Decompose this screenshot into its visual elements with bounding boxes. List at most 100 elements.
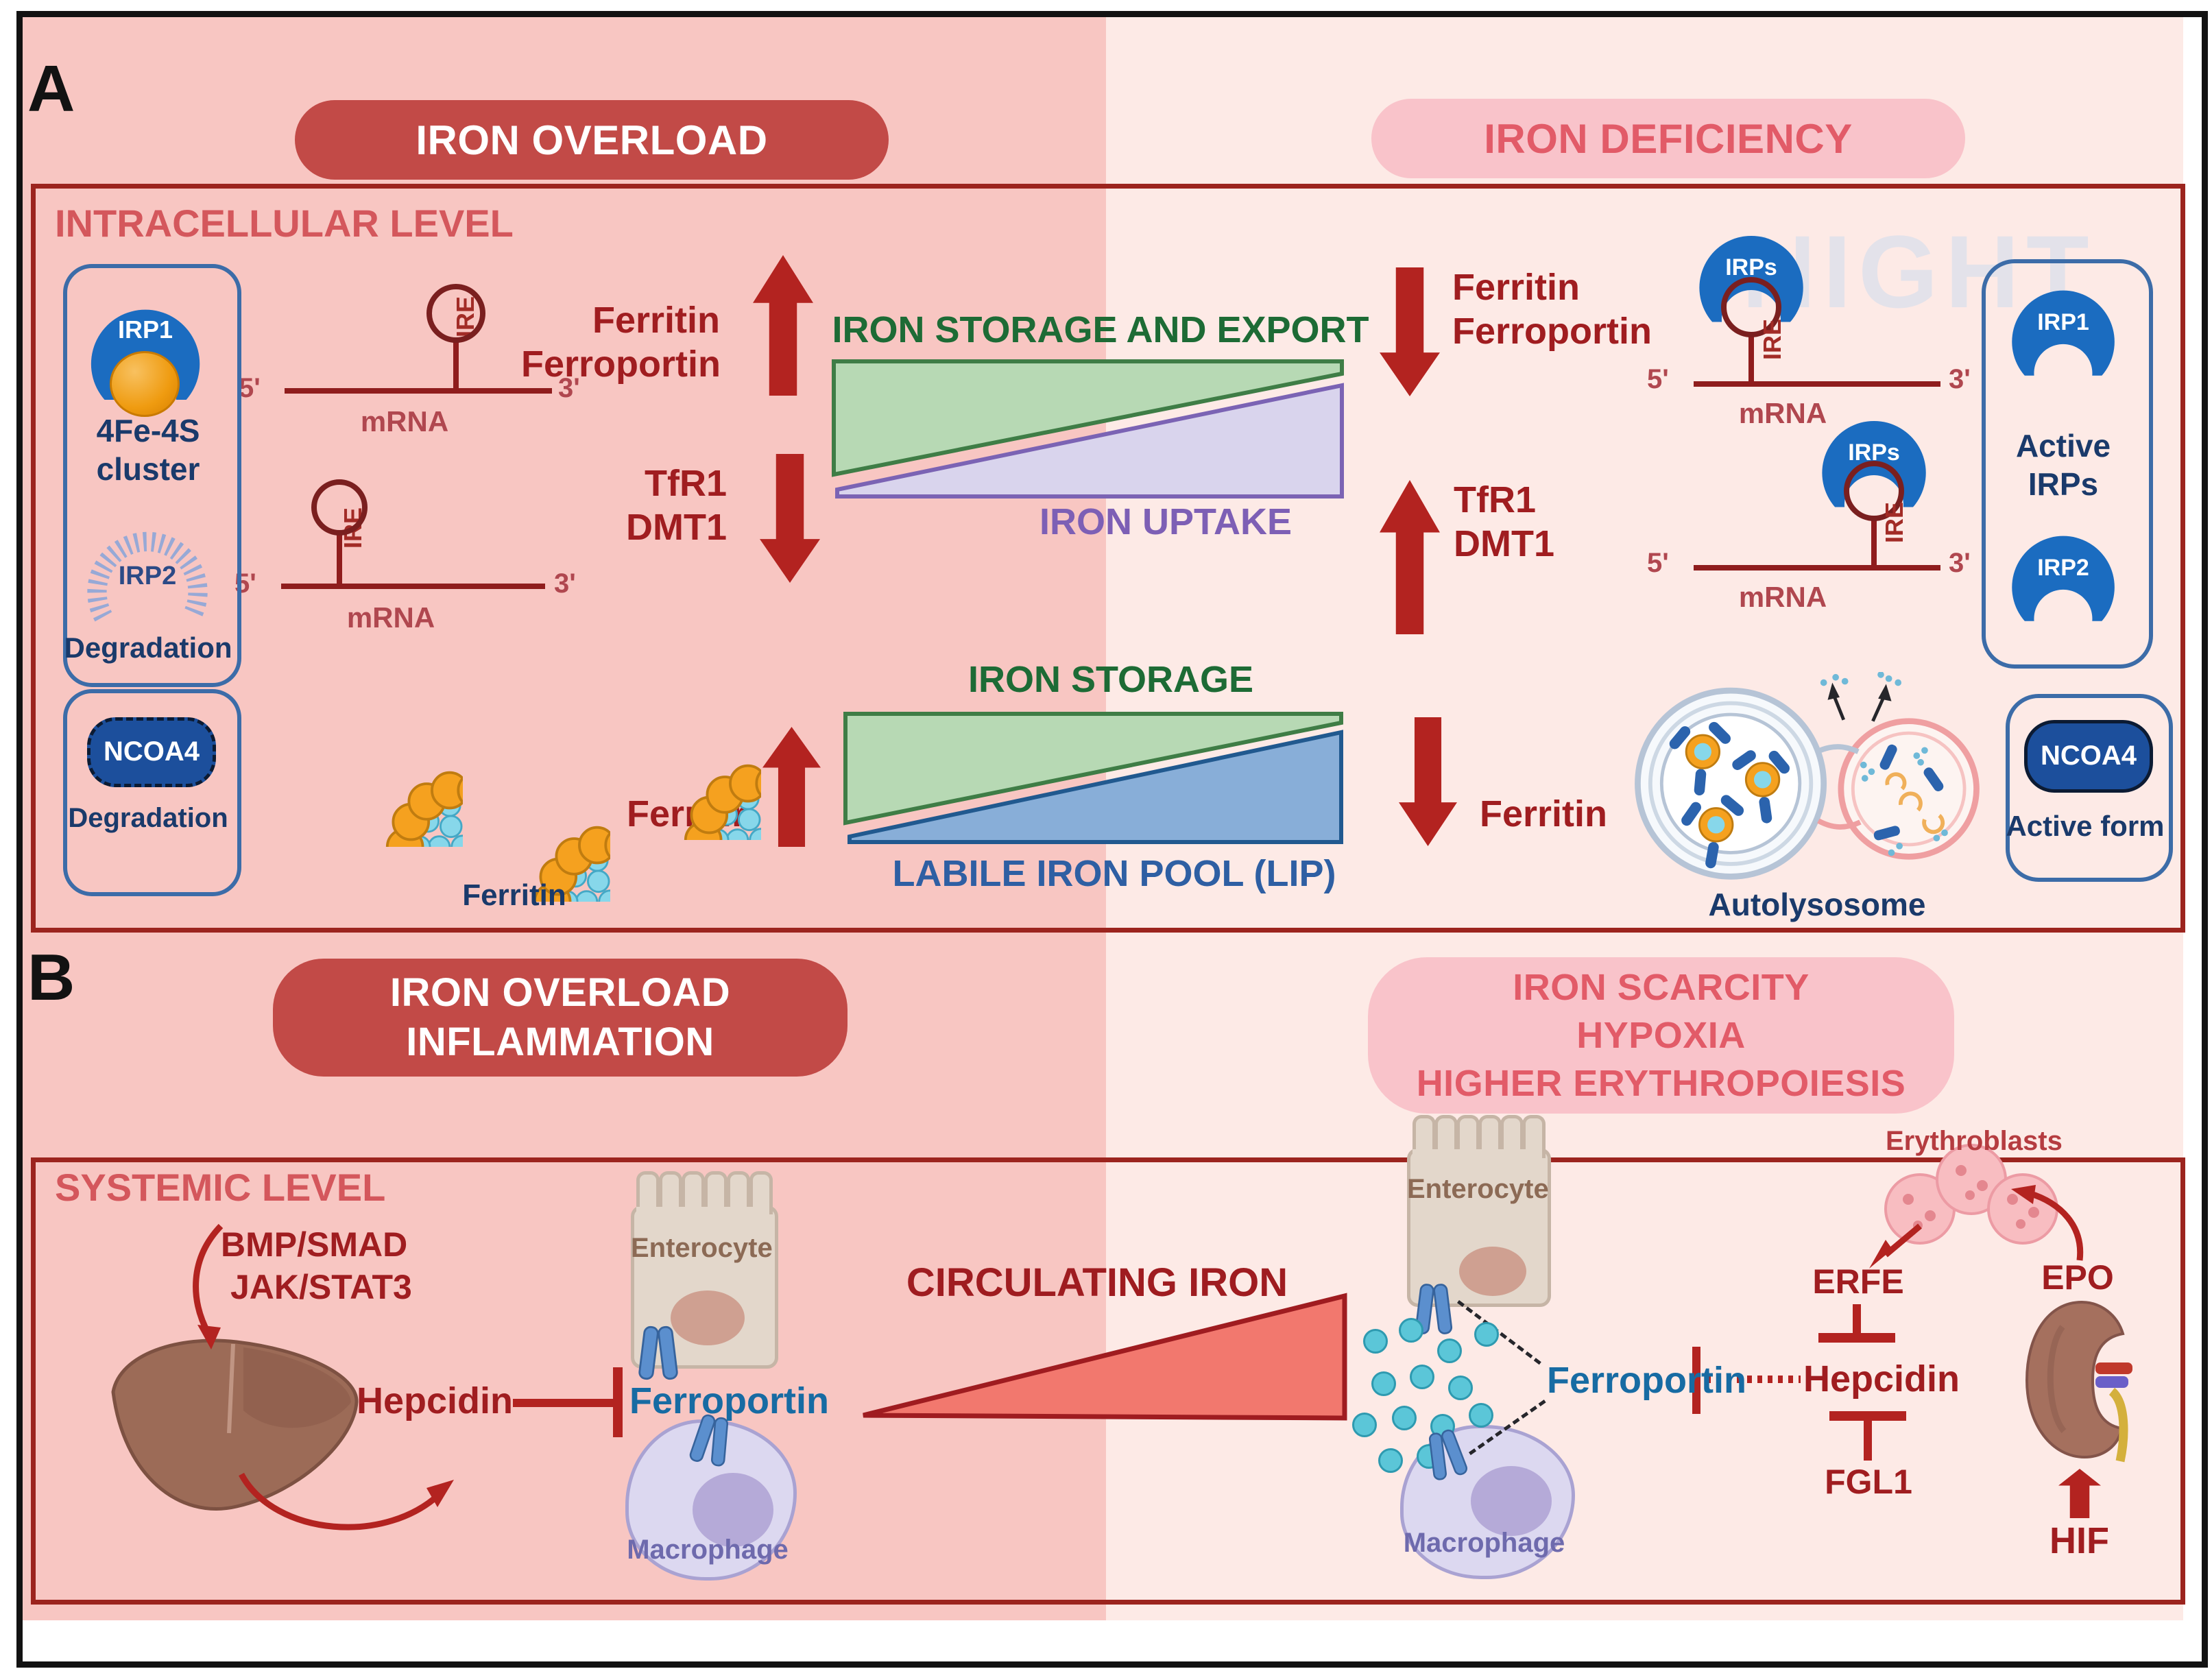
active-irp2-label: IRP2 (2037, 555, 2089, 581)
iron-dot (1399, 1318, 1423, 1343)
erfe-inhibit-line (1853, 1304, 1861, 1336)
iron-dot (1410, 1365, 1434, 1389)
erfe-label: ERFE (1812, 1262, 1904, 1301)
labile-iron-pool-title: LABILE IRON POOL (LIP) (892, 853, 1336, 894)
active-irps-title-line1: Active (2015, 428, 2111, 464)
enterocyte-right-villi-base (1412, 1149, 1539, 1162)
irps-label-1: IRPs (1725, 254, 1777, 280)
iron-dot (1448, 1376, 1473, 1400)
ferritin-particle-3 (603, 682, 761, 840)
mrna2-label: mRNA (346, 601, 435, 634)
macrophage-label-left: Macrophage (627, 1535, 789, 1565)
panel-b-box (31, 1157, 2185, 1605)
pill-scarcity-line2: HYPOXIA (1576, 1014, 1746, 1056)
ncoa4-degradation-label: Degradation (68, 803, 228, 833)
ferroportin-label-left: Ferroportin (629, 1380, 829, 1421)
enterocyte-right-nucleus (1459, 1247, 1526, 1296)
irp2-label: IRP2 (118, 562, 177, 590)
autolysosome-label: Autolysosome (1708, 887, 1926, 922)
degraded-content (1860, 744, 1948, 856)
mrna3-5prime: 5' (1647, 364, 1669, 394)
liver-to-hepcidin-arrow (239, 1472, 454, 1530)
mrna1-label: mRNA (360, 405, 449, 437)
panel-b-tag: B (27, 941, 75, 1014)
ncoa4-label-2: NCOA4 (2040, 741, 2137, 771)
hepcidin-inhibit-tbar (613, 1367, 623, 1437)
hepcidin-ferroportin-tbar (1692, 1347, 1700, 1414)
dmt1-right-label: DMT1 (1454, 523, 1554, 564)
iron-dot (1352, 1413, 1377, 1437)
irp2-degradation-label: Degradation (64, 632, 232, 664)
erfe-inhibit-tbar (1818, 1333, 1895, 1343)
hepcidin-inhibit-line (513, 1399, 616, 1407)
irp1-label: IRP1 (117, 315, 173, 344)
panel-a-box (31, 184, 2185, 933)
mrna-ire-motif-2 (281, 479, 545, 589)
iron-storage-export-title: IRON STORAGE AND EXPORT (832, 309, 1369, 350)
active-irps-title-line2: IRPs (2028, 466, 2099, 502)
storage-uptake-gradient (832, 359, 1344, 499)
ferritin-particle-label: Ferritin (462, 878, 566, 912)
ncoa4-active-form-label: Active form (2006, 810, 2165, 842)
panel-a-section-title: INTRACELLULAR LEVEL (55, 202, 514, 245)
iron-dot (1474, 1322, 1499, 1347)
erythroblasts-label: Erythroblasts (1886, 1126, 2063, 1156)
tfr1-left-label: TfR1 (645, 463, 727, 504)
ferritin-particle-1 (305, 689, 463, 847)
ferritin-up-left-label: Ferritin (592, 300, 720, 341)
circulating-iron-title: CIRCULATING IRON (906, 1260, 1288, 1305)
irp-inactivation-box (63, 264, 241, 687)
mrna2-3prime: 3' (554, 568, 576, 599)
enterocyte-left-villus (749, 1171, 773, 1214)
ncoa4-pill-active: NCOA4 (2024, 720, 2153, 793)
mrna3-label: mRNA (1738, 397, 1827, 429)
iron-dot (1437, 1338, 1462, 1363)
ferritin-down-bottom-label: Ferritin (1480, 793, 1608, 834)
pill-iron-overload-a: IRON OVERLOAD (295, 100, 889, 180)
pill-iron-overload-a-text: IRON OVERLOAD (416, 117, 768, 163)
erythroblast-to-erfe-arrow (1869, 1223, 1922, 1269)
ncoa4-label-1: NCOA4 (103, 736, 200, 767)
hif-label: HIF (2049, 1520, 2109, 1561)
ferroportin-down-right-label: Ferroportin (1452, 311, 1652, 352)
mrna3-ire-label: IRE (1758, 318, 1786, 360)
mrna3-3prime: 3' (1949, 364, 1971, 394)
hepcidin-label-left: Hepcidin (357, 1380, 514, 1421)
4fe4s-cluster-icon (110, 351, 180, 417)
mrna-ire-motif-1 (285, 284, 552, 394)
enterocyte-left-nucleus (671, 1290, 745, 1345)
mrna4-ire-label: IRE (1880, 501, 1908, 543)
iron-dot (1469, 1403, 1493, 1428)
ferritin-ncoa4-cargo (1669, 721, 1790, 869)
tfr1-right-label: TfR1 (1454, 479, 1536, 520)
autolysosome-illustration (1635, 672, 1980, 880)
pill-iron-deficiency-text: IRON DEFICIENCY (1484, 115, 1853, 162)
iron-dot (1392, 1406, 1417, 1430)
liver-illustration (111, 1338, 359, 1511)
iron-dot (1363, 1329, 1388, 1354)
hepcidin-ferroportin-dashed-line (1706, 1376, 1801, 1383)
kidney-illustration (2025, 1300, 2132, 1463)
ncoa4-pill-degraded: NCOA4 (87, 717, 216, 787)
panel-a-tag: A (27, 52, 75, 125)
mrna4-3prime: 3' (1949, 548, 1971, 578)
4fe4s-label-line2: cluster (96, 451, 200, 487)
mrna4-5prime: 5' (1647, 548, 1669, 578)
enterocyte-label-right: Enterocyte (1407, 1174, 1549, 1204)
pill-overload-b-line1: IRON OVERLOAD (389, 970, 731, 1015)
mrna4-label: mRNA (1738, 581, 1827, 613)
jak-stat3-label: JAK/STAT3 (230, 1268, 412, 1306)
irp2-degradation-icon (87, 531, 208, 622)
pill-iron-deficiency: IRON DEFICIENCY (1371, 99, 1965, 178)
mrna-ire-motif-4 (1694, 461, 1940, 571)
mrna1-5prime: 5' (239, 373, 261, 403)
macrophage-label-right: Macrophage (1403, 1528, 1565, 1558)
enterocyte-left-villi-base (636, 1207, 767, 1219)
ferroportin-label-right: Ferroportin (1547, 1360, 1746, 1401)
signal-to-liver-arrow (193, 1223, 224, 1349)
fgl1-inhibit-tbar (1829, 1411, 1906, 1421)
bmp-smad-label: BMP/SMAD (221, 1225, 408, 1264)
iron-storage-title: IRON STORAGE (967, 659, 1254, 700)
dmt1-left-label: DMT1 (626, 507, 727, 548)
